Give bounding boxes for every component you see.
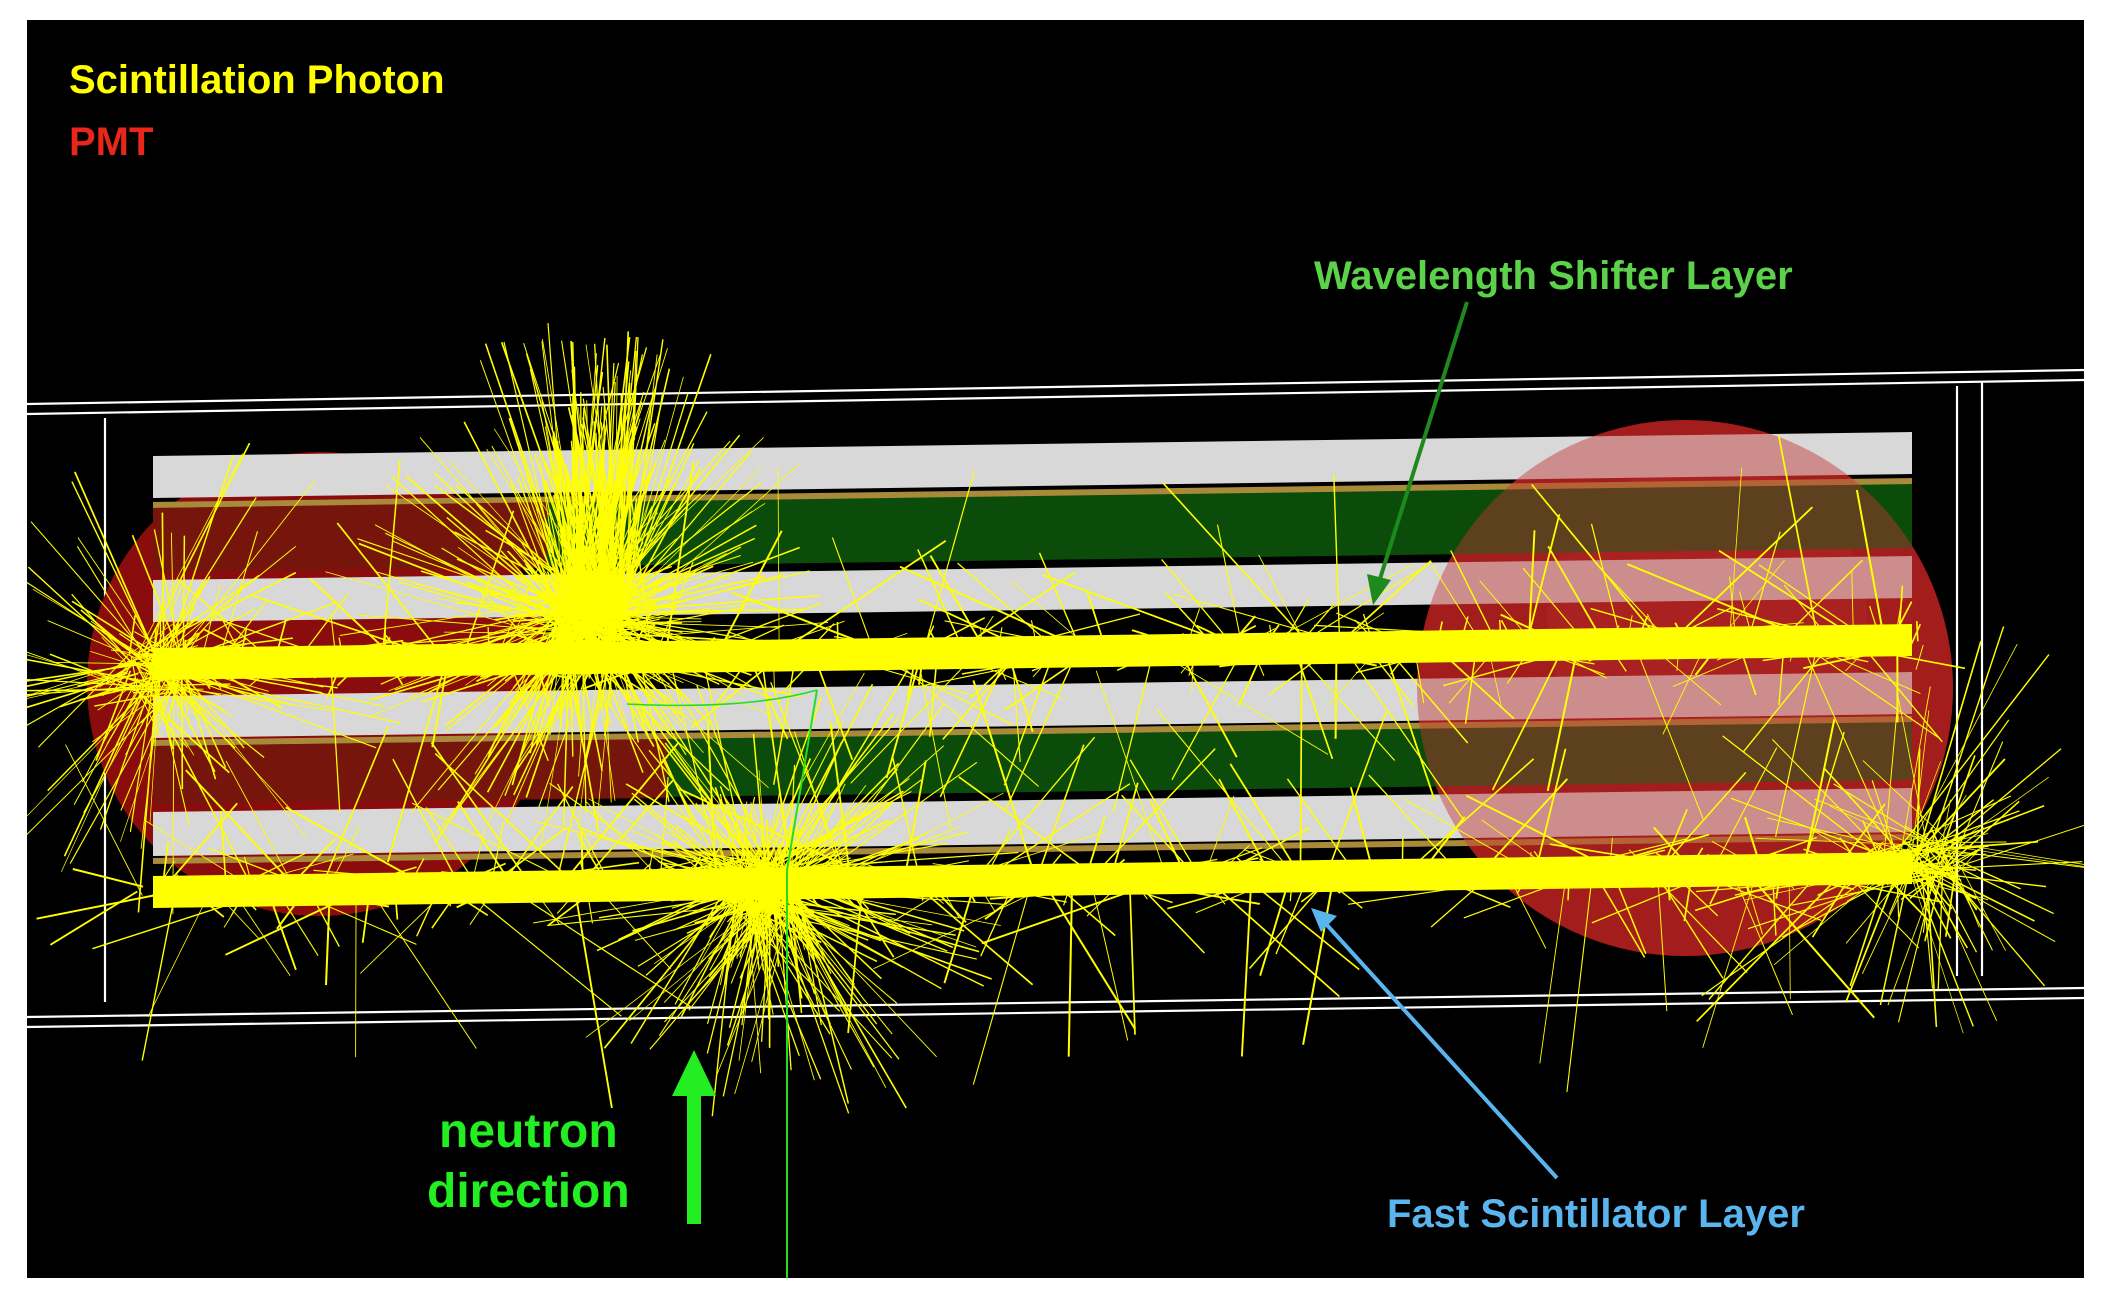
neutron-direction-label: neutron direction — [427, 1102, 630, 1222]
detector-scene — [27, 301, 2084, 1278]
annotation-arrows — [672, 301, 1559, 1224]
simulation-view: Scintillation Photon PMT Wavelength Shif… — [27, 20, 2084, 1278]
fast-pointer-arrow — [1325, 923, 1559, 1180]
light-guide-1 — [153, 432, 1912, 498]
neutron-direction-arrow-shaft — [687, 1092, 701, 1224]
fast-scintillator-layer-top — [153, 624, 1912, 680]
neutron-label-line-1: neutron — [439, 1105, 618, 1158]
neutron-label-line-2: direction — [427, 1165, 630, 1218]
fast-scintillator-bands — [153, 624, 1912, 908]
neutron-track — [626, 689, 818, 1278]
neutron-direction-arrow-head — [672, 1050, 716, 1096]
fast-scintillator-label: Fast Scintillator Layer — [1387, 1192, 1805, 1236]
fast-scintillator-layer-bottom — [153, 852, 1912, 908]
wls-pointer-arrow — [1377, 301, 1469, 583]
light-guide-4 — [153, 788, 1912, 856]
legend-pmt: PMT — [69, 120, 154, 164]
legend-scintillation-photon: Scintillation Photon — [69, 58, 445, 102]
wavelength-shifter-label: Wavelength Shifter Layer — [1314, 254, 1793, 298]
